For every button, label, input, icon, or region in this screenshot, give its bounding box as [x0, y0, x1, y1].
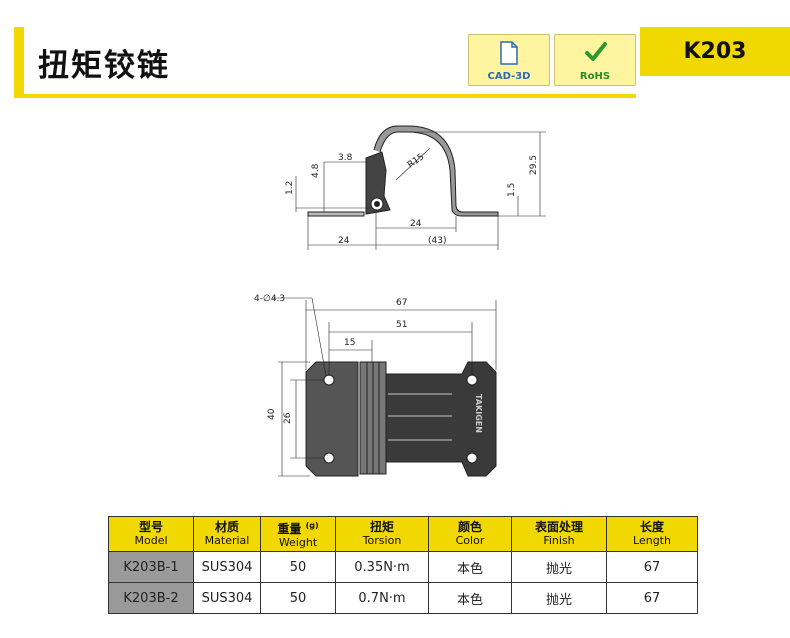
cell-weight: 50	[260, 551, 336, 583]
checkmark-icon	[585, 42, 607, 61]
dim-holes: 4-∅4.3	[254, 294, 285, 304]
cell-model: K203B-1	[108, 551, 194, 583]
table-row: K203B-2 SUS304 50 0.7N·m 本色 抛光 67	[108, 582, 698, 614]
dim-24-left: 24	[338, 236, 350, 246]
side-left-plate	[307, 211, 365, 217]
mount-hole	[466, 452, 478, 464]
dim-51: 51	[396, 320, 407, 330]
header-weight: 重量 (g)Weight	[260, 516, 336, 552]
dim-4-8: 4.8	[311, 163, 321, 178]
dim-29-5: 29.5	[529, 155, 539, 175]
dim-1-5: 1.5	[507, 183, 517, 197]
cell-material: SUS304	[193, 582, 261, 614]
cell-length: 67	[606, 582, 698, 614]
brand-mark: TAKIGEN	[474, 394, 483, 433]
cell-finish: 抛光	[511, 582, 607, 614]
document-icon	[500, 41, 518, 65]
cell-torsion: 0.35N·m	[335, 551, 429, 583]
cell-finish: 抛光	[511, 551, 607, 583]
dim-67: 67	[396, 298, 407, 308]
cad-3d-label: CAD-3D	[487, 71, 531, 82]
cell-color: 本色	[428, 551, 512, 583]
cell-model: K203B-2	[108, 582, 194, 614]
dim-3-8: 3.8	[338, 153, 353, 163]
mount-hole	[323, 374, 335, 386]
mount-hole	[323, 452, 335, 464]
dim-26: 26	[283, 412, 293, 424]
cell-color: 本色	[428, 582, 512, 614]
page-title: 扭矩铰链	[38, 48, 170, 84]
dim-43: (43)	[428, 236, 446, 246]
dim-40: 40	[267, 408, 277, 420]
cad-3d-badge[interactable]: CAD-3D	[468, 34, 550, 86]
side-hinge-body	[365, 151, 391, 215]
top-left-plate	[305, 361, 359, 477]
cell-torsion: 0.7N·m	[335, 582, 429, 614]
table-row: K203B-1 SUS304 50 0.35N·m 本色 抛光 67	[108, 551, 698, 583]
dim-24-right: 24	[410, 219, 422, 229]
mount-hole	[466, 374, 478, 386]
dim-15: 15	[344, 338, 355, 348]
cell-length: 67	[606, 551, 698, 583]
rohs-label: RoHS	[579, 71, 611, 82]
cell-weight: 50	[260, 582, 336, 614]
dim-1-2: 1.2	[285, 181, 295, 195]
cell-material: SUS304	[193, 551, 261, 583]
product-code: K203	[640, 27, 790, 76]
rohs-badge: RoHS	[554, 34, 636, 86]
top-right-plate	[385, 361, 497, 477]
